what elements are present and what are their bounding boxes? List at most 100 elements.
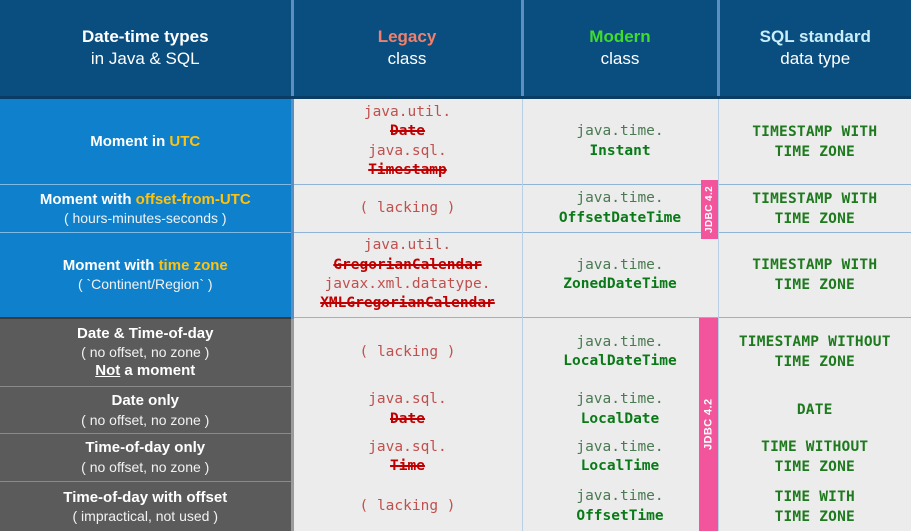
sql-type-line: TIMESTAMP WITH [752, 257, 878, 273]
legacy-package: java.sql. [368, 391, 447, 408]
sql-type-line: TIME WITHOUT [761, 439, 869, 456]
legacy-class: Date [390, 123, 425, 140]
row-label-text: Time-of-day with offset [63, 488, 228, 506]
modern-class: LocalTime [580, 458, 660, 475]
legacy-cell-date-time-of-day: ( lacking ) [292, 317, 523, 387]
sql-type-line: TIMESTAMP WITH [752, 123, 878, 140]
row-label-date-only: Date only ( no offset, no zone ) [0, 386, 294, 434]
sql-cell-time-of-day-only: TIME WITHOUT TIME ZONE [718, 433, 911, 482]
legacy-lacking: ( lacking ) [359, 343, 456, 360]
legacy-package: javax.xml.datatype. [324, 276, 491, 292]
header-line2-sql-standard: data type [780, 49, 851, 68]
label-prefix: Moment in [90, 132, 170, 150]
row-label-sub: ( `Continent/Region` ) [77, 276, 213, 293]
row-label-sub: ( hours-minutes-seconds ) [63, 210, 227, 227]
table-row: Moment with offset-from-UTC ( hours-minu… [0, 184, 911, 233]
column-header-sql-standard: SQL standard data type [718, 0, 911, 99]
row-label-sub: ( impractical, not used ) [72, 508, 219, 525]
modern-package: java.time. [576, 123, 664, 140]
modern-class: OffsetDateTime [558, 209, 682, 226]
row-label-text: Date only [111, 392, 179, 409]
row-label-moment-zone: Moment with time zone ( `Continent/Regio… [0, 232, 294, 318]
sql-type-line: TIME WITH [774, 488, 855, 505]
jdbc-version-badge-top: JDBC 4.2 [701, 180, 718, 239]
modern-cell-moment-utc: java.time. Instant [522, 97, 719, 185]
legacy-package: java.sql. [368, 438, 447, 455]
sql-cell-date-only: DATE [718, 386, 911, 434]
modern-class: ZonedDateTime [563, 276, 677, 292]
column-header-legacy: Legacy class [292, 0, 524, 99]
row-label-not-a-moment: Not a moment [8, 361, 283, 381]
modern-cell-time-of-day-with-offset: java.time. OffsetTime [522, 481, 719, 531]
sql-type-line: TIME ZONE [774, 354, 855, 371]
table-row: Date only ( no offset, no zone ) java.sq… [0, 386, 911, 434]
legacy-cell-date-only: java.sql. Date [292, 386, 523, 434]
modern-package: java.time. [576, 488, 664, 505]
legacy-package: java.util. [363, 103, 452, 120]
legacy-cell-time-of-day-only: java.sql. Time [292, 433, 523, 482]
row-label-date-time-of-day: Date & Time-of-day ( no offset, no zone … [0, 316, 294, 387]
header-line2-legacy: class [387, 49, 427, 68]
modern-package: java.time. [576, 438, 664, 455]
header-line1-sql-standard: SQL standard [759, 26, 871, 46]
label-highlight: UTC [169, 132, 201, 150]
label-prefix: Moment with [62, 256, 159, 274]
legacy-class: Timestamp [368, 161, 447, 178]
legacy-cell-moment-zone: java.util. GregorianCalendar javax.xml.d… [292, 232, 523, 318]
row-label-sub: ( no offset, no zone ) [81, 458, 210, 475]
header-line1-modern: Modern [589, 26, 651, 46]
legacy-cell-moment-offset: ( lacking ) [292, 184, 523, 233]
legacy-lacking: ( lacking ) [359, 199, 456, 216]
modern-class: LocalDate [580, 410, 660, 427]
row-label-text: Date & Time-of-day [77, 324, 214, 342]
sql-type-line: TIME ZONE [774, 459, 855, 476]
sql-type-line: TIME ZONE [774, 277, 855, 293]
modern-package: java.time. [576, 190, 664, 207]
sql-type-line: TIME ZONE [774, 508, 855, 525]
modern-cell-date-only: java.time. LocalDate [522, 386, 719, 434]
row-label-text: Moment with offset-from-UTC [8, 190, 283, 210]
sql-type-line: DATE [796, 401, 833, 418]
modern-cell-date-time-of-day: java.time. LocalDateTime [522, 317, 719, 387]
table-row: Time-of-day only ( no offset, no zone ) … [0, 433, 911, 482]
row-label-text: Moment with time zone [8, 256, 283, 276]
label-highlight: offset-from-UTC [135, 190, 251, 208]
table-row: Time-of-day with offset ( impractical, n… [0, 481, 911, 531]
sql-cell-date-time-of-day: TIMESTAMP WITHOUT TIME ZONE [718, 317, 911, 387]
header-line2-modern: class [600, 49, 640, 68]
sql-cell-moment-utc: TIMESTAMP WITH TIME ZONE [718, 97, 911, 185]
row-label-sub: ( no offset, no zone ) [81, 411, 210, 428]
modern-cell-moment-zone: java.time. ZonedDateTime [522, 232, 719, 318]
legacy-package: java.sql. [368, 142, 447, 159]
modern-cell-moment-offset: java.time. OffsetDateTime [522, 184, 719, 233]
table-header-row: Date-time types in Java & SQL Legacy cla… [0, 0, 911, 99]
header-line1-legacy: Legacy [377, 26, 437, 46]
row-label-sub: ( no offset, no zone ) [81, 344, 210, 361]
row-label-time-of-day-with-offset: Time-of-day with offset ( impractical, n… [0, 481, 294, 531]
header-line1-datetime-types: Date-time types [81, 26, 209, 46]
table-row: Date & Time-of-day ( no offset, no zone … [0, 316, 911, 387]
legacy-cell-moment-utc: java.util. Date java.sql. Timestamp [292, 97, 523, 185]
sql-cell-moment-offset: TIMESTAMP WITH TIME ZONE [718, 184, 911, 233]
legacy-cell-time-of-day-with-offset: ( lacking ) [292, 481, 523, 531]
table-row: Moment with time zone ( `Continent/Regio… [0, 232, 911, 318]
row-label-moment-offset: Moment with offset-from-UTC ( hours-minu… [0, 184, 294, 233]
row-label-moment-utc: Moment in UTC [0, 97, 294, 185]
column-header-modern: Modern class [522, 0, 720, 99]
sql-type-line: TIME ZONE [774, 210, 855, 227]
column-header-datetime-types: Date-time types in Java & SQL [0, 0, 294, 99]
sql-type-line: TIMESTAMP WITHOUT [738, 334, 891, 351]
row-label-time-of-day-only: Time-of-day only ( no offset, no zone ) [0, 433, 294, 482]
modern-cell-time-of-day-only: java.time. LocalTime [522, 433, 719, 482]
legacy-class: XMLGregorianCalendar [320, 295, 495, 312]
sql-cell-moment-zone: TIMESTAMP WITH TIME ZONE [718, 232, 911, 318]
legacy-lacking: ( lacking ) [359, 497, 456, 514]
label-not-underlined: Not [95, 362, 121, 380]
legacy-class: GregorianCalendar [333, 256, 482, 273]
sql-type-line: TIME ZONE [774, 143, 855, 160]
label-highlight: time zone [158, 256, 228, 274]
legacy-class: Time [390, 458, 425, 475]
modern-class: Instant [589, 142, 651, 159]
